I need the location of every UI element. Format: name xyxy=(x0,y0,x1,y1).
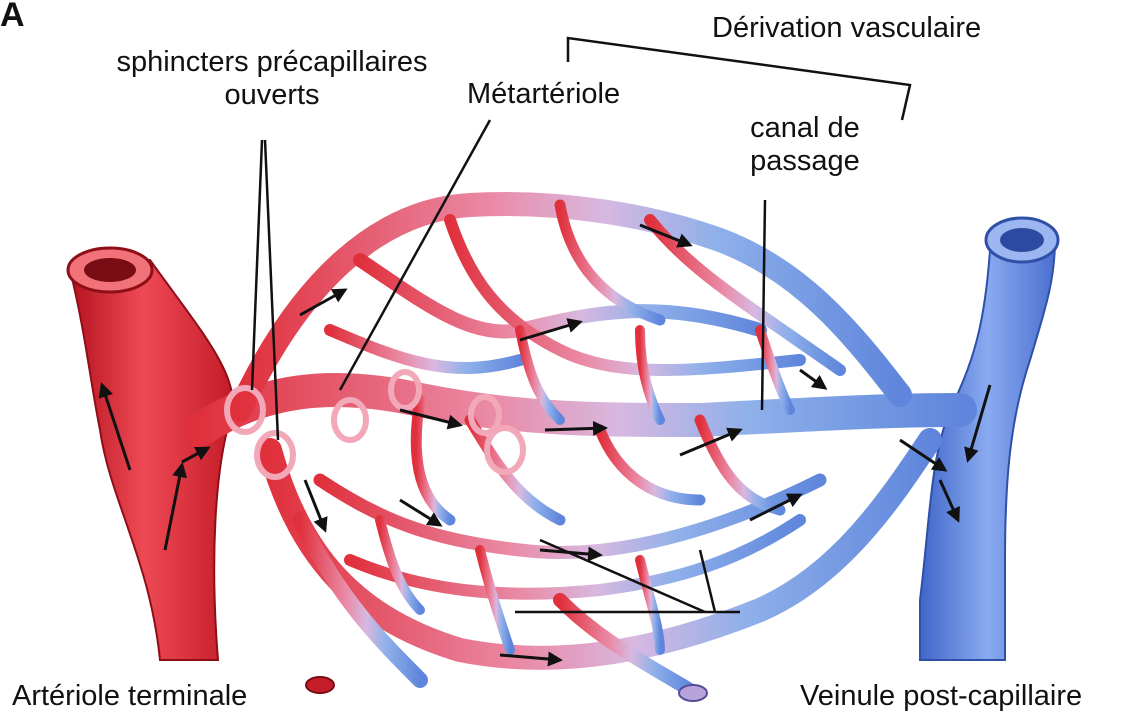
venule-label: Veinule post-capillaire xyxy=(800,680,1082,713)
derivation-label: Dérivation vasculaire xyxy=(712,12,981,45)
sphincters-label: sphincters précapillaires ouverts xyxy=(92,46,452,113)
vessel-stubs xyxy=(306,677,707,701)
arteriole-label: Artériole terminale xyxy=(12,680,247,713)
terminal-arteriole-vessel xyxy=(68,248,233,660)
metarteriole-label: Métartériole xyxy=(467,78,620,111)
capillary-network xyxy=(200,204,960,690)
sphincters-label-line2: ouverts xyxy=(92,79,452,112)
canal-label: canal de passage xyxy=(730,112,880,179)
panel-letter: A xyxy=(0,0,25,35)
canal-leader xyxy=(762,200,765,410)
canal-label-line2: passage xyxy=(730,145,880,178)
canal-label-line1: canal de xyxy=(730,112,880,145)
sphincters-label-line1: sphincters précapillaires xyxy=(92,46,452,79)
